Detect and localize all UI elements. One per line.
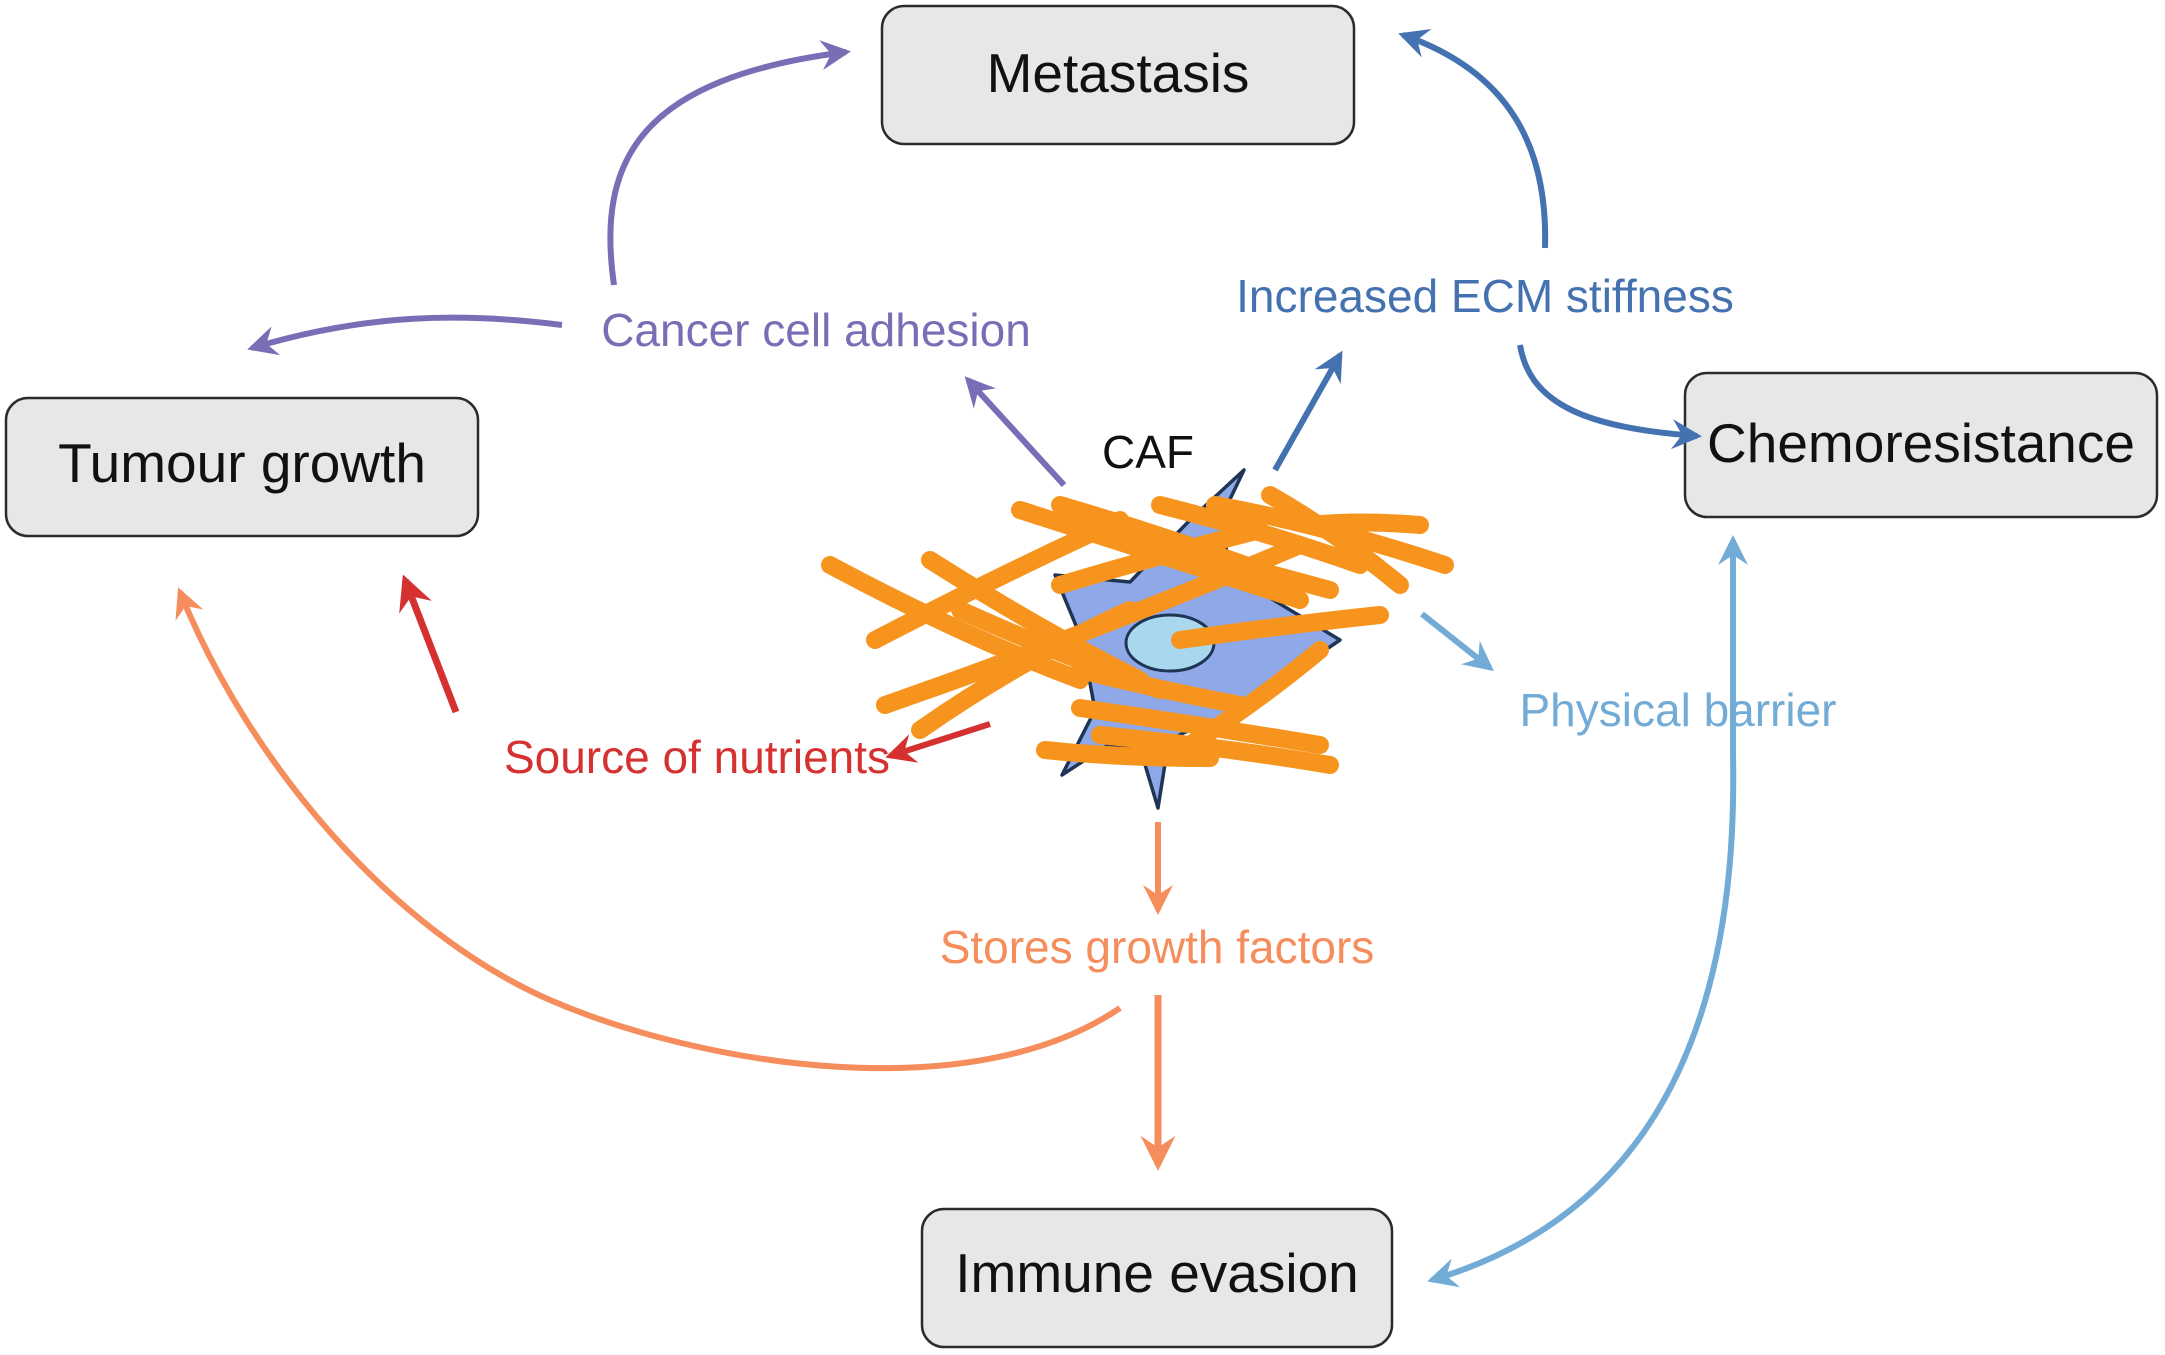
arrow-adhesion-to-metastasis — [607, 40, 851, 286]
node-chemoresistance: Chemoresistance — [1683, 371, 2159, 519]
arrow-caf-to-barrier — [1420, 611, 1494, 672]
caf-label: CAF — [1102, 426, 1194, 478]
label-stores-growth-factors: Stores growth factors — [940, 921, 1375, 973]
arrow-adhesion-to-tumour-growth — [247, 314, 563, 356]
node-tumour-growth: Tumour growth — [4, 396, 480, 538]
ecm-fibres — [821, 486, 1454, 774]
arrow-stiffness-to-chemoresistance — [1517, 344, 1702, 450]
arrow-growth-factors-to-tumour-growth — [175, 587, 1122, 1072]
node-chemoresistance-label: Chemoresistance — [1707, 412, 2135, 474]
node-immune-evasion-label: Immune evasion — [955, 1242, 1359, 1304]
node-metastasis-label: Metastasis — [987, 42, 1250, 104]
node-immune-evasion: Immune evasion — [920, 1207, 1394, 1349]
label-physical-barrier: Physical barrier — [1520, 684, 1837, 736]
node-tumour-growth-label: Tumour growth — [58, 432, 426, 494]
arrow-to-immune-evasion — [1427, 754, 1737, 1288]
arrow-nutrients-to-tumour-growth — [399, 574, 460, 714]
arrow-caf-to-nutrients — [885, 721, 991, 763]
label-cancer-cell-adhesion: Cancer cell adhesion — [601, 304, 1031, 356]
label-increased-ecm-stiffness: Increased ECM stiffness — [1236, 270, 1734, 322]
label-source-of-nutrients: Source of nutrients — [504, 731, 890, 783]
node-metastasis: Metastasis — [880, 4, 1356, 146]
arrow-caf-to-adhesion — [964, 376, 1067, 488]
arrow-stiffness-to-metastasis — [1398, 29, 1549, 249]
arrow-caf-to-stiffness — [1272, 350, 1343, 472]
